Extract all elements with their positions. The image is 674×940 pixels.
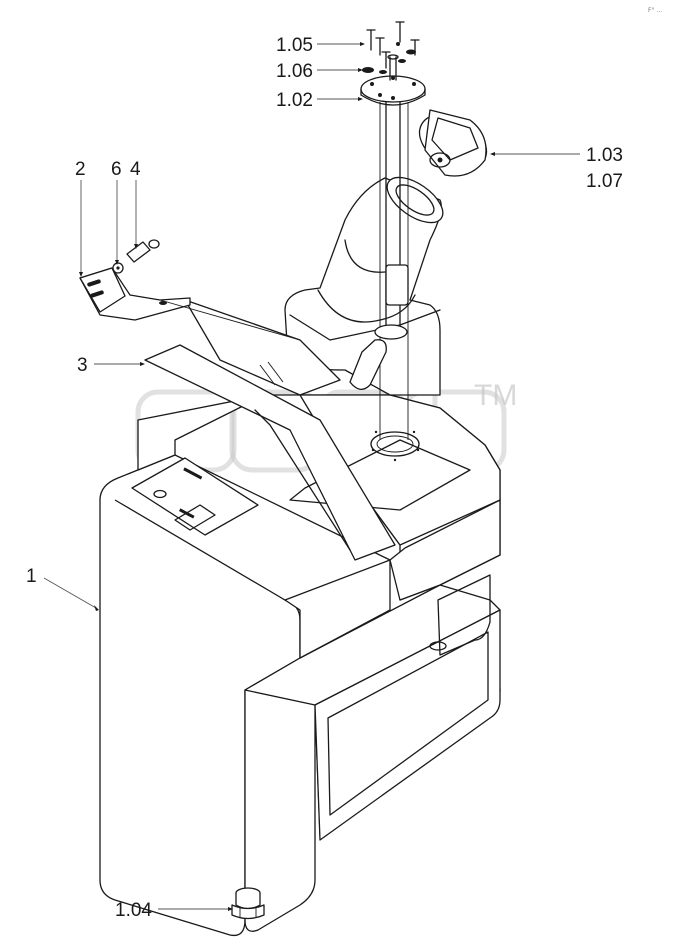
- tank-strap: [144, 299, 396, 561]
- callout-1-04: 1.04: [115, 900, 152, 921]
- leader-lines: [43, 42, 580, 911]
- drain-plug: [231, 887, 265, 920]
- callout-6: 6: [111, 159, 122, 180]
- callout-1-03: 1.03: [586, 145, 623, 166]
- fuel-tank-body: [99, 394, 501, 937]
- callout-labels: 1.05 1.06 1.02 1.03 1.07 2 6 4 3 1 1.04: [26, 35, 623, 921]
- strap-bracket: [79, 267, 301, 341]
- screws-and-washers: [362, 21, 420, 74]
- callout-1: 1: [26, 566, 37, 587]
- callout-1-07: 1.07: [586, 171, 623, 192]
- callout-3: 3: [77, 355, 88, 376]
- callout-1-05: 1.05: [276, 35, 313, 56]
- callout-2: 2: [75, 159, 86, 180]
- filler-cap: [418, 109, 488, 177]
- callout-1-02: 1.02: [276, 90, 313, 111]
- filler-neck: [284, 176, 444, 396]
- fuel-level-sender: [349, 54, 426, 440]
- callout-1-06: 1.06: [276, 61, 313, 82]
- callout-4: 4: [130, 159, 141, 180]
- corner-mark: F° ...: [648, 7, 662, 14]
- watermark-trademark: TM: [474, 379, 517, 412]
- bolt-and-washer: [112, 239, 160, 274]
